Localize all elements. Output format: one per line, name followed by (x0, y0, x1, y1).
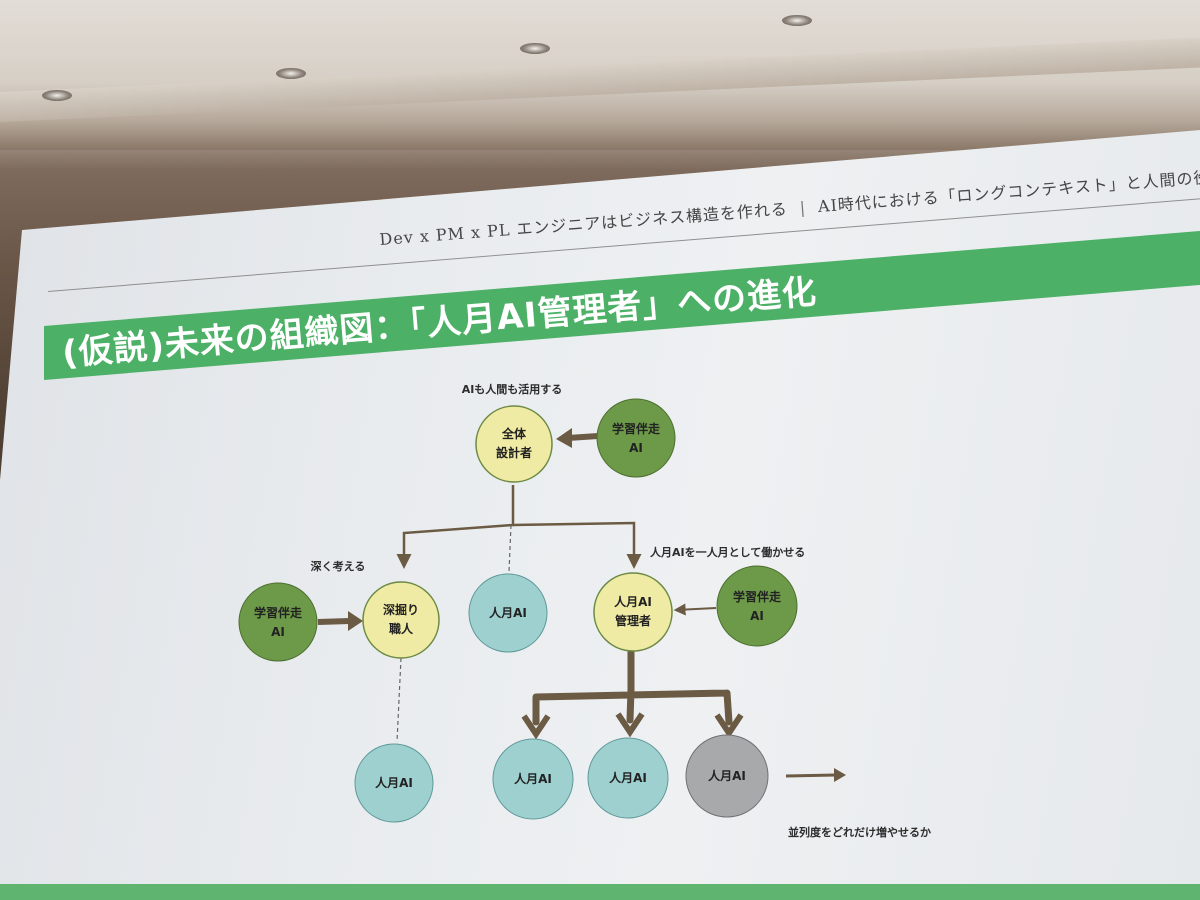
connectors (317, 428, 846, 782)
arrow-coach-top-head (556, 428, 572, 448)
arrow-coach-top (567, 433, 599, 441)
arrow-coach-right (673, 603, 717, 616)
node-label: AI (750, 609, 764, 623)
arrow-parallel (785, 773, 837, 778)
node-circle (596, 398, 676, 478)
node-label: 設計者 (496, 445, 532, 460)
node-label: 管理者 (615, 613, 651, 628)
node-coach-left: 学習伴走 AI (238, 582, 318, 662)
ceiling-light (782, 15, 812, 26)
node-label: 学習伴走 (733, 589, 781, 604)
connector-manager-fanout (532, 648, 733, 726)
note-top: AIも人間も活用する (462, 382, 563, 396)
connector-architect-dashed (508, 524, 512, 573)
ceiling (0, 0, 1200, 150)
node-deep-diver: 深掘り 職人 (362, 581, 440, 659)
node-circle (593, 572, 673, 652)
note-parallel: 並列度をどれだけ増やせるか (788, 825, 931, 839)
arrow-coach-left (317, 618, 351, 625)
slide-footer-band (0, 884, 1200, 900)
node-label: 人月AI (708, 768, 746, 783)
node-label: AI (629, 441, 643, 455)
ceiling-light (42, 90, 72, 101)
node-coach-top: 学習伴走 AI (596, 398, 676, 478)
node-circle (685, 734, 769, 818)
arrowhead-child-1 (521, 714, 551, 740)
arrowhead-child-3 (714, 713, 744, 739)
node-label: 人月AI (375, 775, 413, 790)
node-ai-manager: 人月AI 管理者 (593, 572, 673, 652)
node-ai-child-2: 人月AI (587, 737, 669, 819)
node-label: 深掘り (383, 602, 419, 617)
note-manager: 人月AIを一人月として働かせる (650, 545, 805, 559)
ceiling-light (276, 68, 306, 79)
node-ai-child-1: 人月AI (492, 738, 574, 820)
node-ai-middle: 人月AI (468, 573, 548, 653)
arrow-coach-left-head (348, 611, 363, 631)
node-label: 全体 (501, 426, 527, 441)
node-label: 人月AI (609, 770, 647, 785)
node-label: 人月AI (514, 771, 552, 786)
node-circle (587, 737, 669, 819)
node-circle (354, 743, 434, 823)
note-deep: 深く考える (311, 559, 366, 573)
arrow-parallel-head (834, 768, 846, 782)
node-label: 職人 (389, 621, 414, 636)
connector-architect-trunk (396, 485, 515, 569)
node-architect: 全体 設計者 (475, 405, 553, 483)
node-coach-right: 学習伴走 AI (716, 565, 798, 647)
node-ai-child-3: 人月AI (685, 734, 769, 818)
node-label: 人月AI (614, 594, 652, 609)
ceiling-light (520, 43, 550, 54)
node-circle (475, 405, 553, 483)
node-circle (468, 573, 548, 653)
arrowhead-child-2 (615, 712, 645, 738)
node-label: AI (271, 625, 285, 639)
node-circle (362, 581, 440, 659)
node-ai-bottom-left: 人月AI (354, 743, 434, 823)
node-circle (238, 582, 318, 662)
node-label: 学習伴走 (254, 605, 302, 620)
connector-architect-right (512, 521, 642, 569)
connector-deep-dashed (396, 657, 402, 743)
node-label: 人月AI (489, 605, 527, 620)
node-circle (716, 565, 798, 647)
node-label: 学習伴走 (612, 421, 660, 436)
node-circle (492, 738, 574, 820)
